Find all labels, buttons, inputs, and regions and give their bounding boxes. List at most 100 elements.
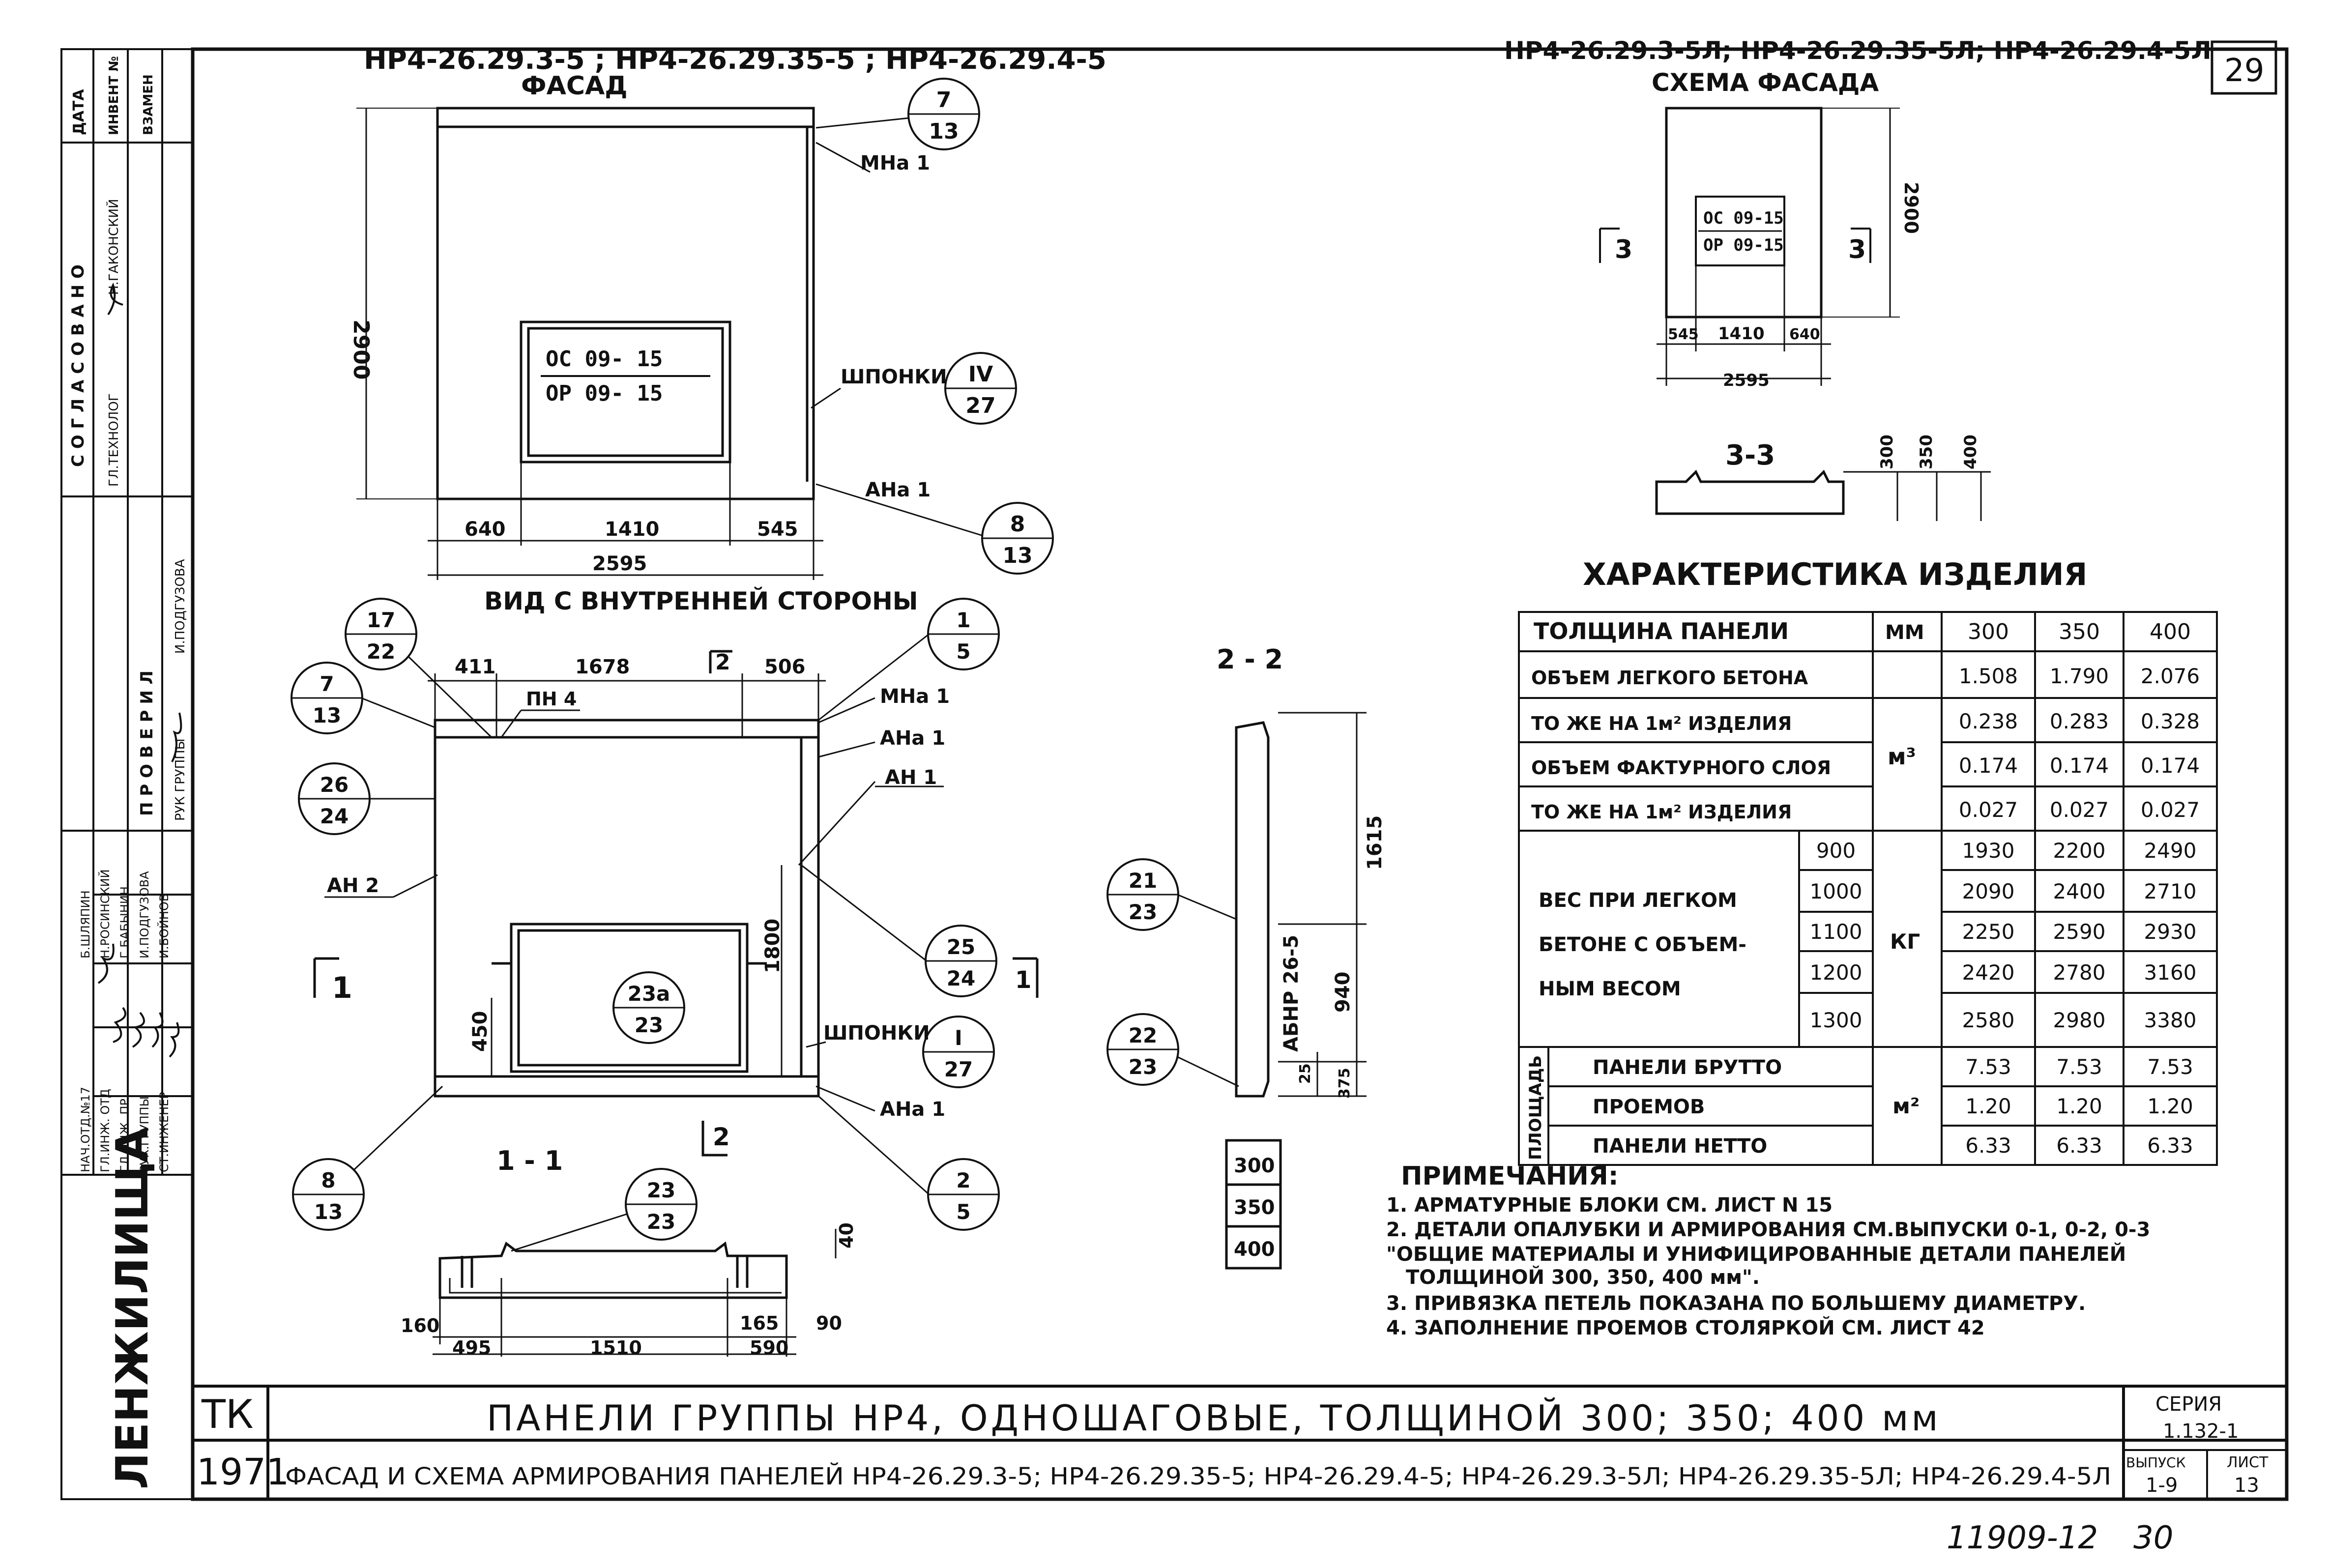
section-22-dim-25: 25 — [1297, 1063, 1314, 1084]
strip-role-2: ГЛ.ИНЖ. ОТД — [98, 1089, 112, 1172]
strip-date-header: ДАТА — [70, 89, 87, 135]
inner-callout-23a-23: 23а 23 — [612, 971, 685, 1044]
mirror-height: 2900 — [1900, 182, 1922, 234]
note-line-1: 1. АРМАТУРНЫЕ БЛОКИ СМ. ЛИСТ N 15 — [1386, 1194, 1833, 1217]
inner-label-shponki: ШПОНКИ — [823, 1022, 930, 1045]
svg-text:I: I — [955, 1026, 962, 1050]
mirror-dim-3: 640 — [1789, 326, 1820, 343]
svg-text:2: 2 — [956, 1168, 970, 1192]
note-line-4: ТОЛЩИНОЙ 300, 350, 400 мм". — [1406, 1265, 1760, 1289]
inner-label-an1: АН 1 — [885, 766, 937, 789]
inner-label-ana-bottom: АНа 1 — [880, 1098, 945, 1121]
svg-text:7: 7 — [320, 672, 334, 696]
mirror-window-bottom: ОР 09-15 — [1703, 235, 1784, 255]
svg-text:22: 22 — [367, 639, 395, 664]
note-line-2: 2. ДЕТАЛИ ОПАЛУБКИ И АРМИРОВАНИЯ СМ.ВЫПУ… — [1386, 1219, 2150, 1241]
mirror-section-left: 3 — [1615, 235, 1632, 264]
char-density-1000: 1000 — [1810, 879, 1862, 903]
section-22-callout-22-23: 22 23 — [1106, 1013, 1179, 1086]
mirror-window-top: ОС 09-15 — [1703, 208, 1784, 228]
char-vol-2-300: 0.238 — [1959, 709, 2018, 733]
strip-name-2: Н.РОСИНСКИЙ — [98, 870, 112, 959]
section-33-dim-400: 400 — [1961, 435, 1980, 469]
note-line-5: 3. ПРИВЯЗКА ПЕТЕЛЬ ПОКАЗАНА ПО БОЛЬШЕМУ … — [1386, 1292, 2086, 1315]
char-row-2-label: ТО ЖЕ НА 1м² ИЗДЕЛИЯ — [1531, 713, 1792, 734]
section-22-thick-350: 350 — [1234, 1196, 1275, 1219]
facade-dim-2: 1410 — [605, 518, 659, 541]
strip-role-1: НАЧ.ОТД.№17 — [79, 1087, 92, 1172]
facade-callout-7-13: 7 13 — [907, 78, 980, 150]
sheet-number-box — [2211, 40, 2277, 95]
section-11-dim-495: 495 — [452, 1337, 491, 1359]
strip-role-5: СТ.ИНЖЕНЕР — [157, 1092, 171, 1172]
char-density-1300: 1300 — [1810, 1008, 1862, 1032]
strip-name-1: Б.ШЛЯПИН — [79, 890, 92, 958]
svg-text:13: 13 — [314, 1200, 343, 1224]
svg-text:5: 5 — [956, 1200, 970, 1224]
inner-dim-1800: 1800 — [761, 919, 784, 973]
char-area-2-300: 1.20 — [1965, 1094, 2011, 1118]
char-unit-kg: КГ — [1890, 929, 1920, 954]
char-w-900-350: 2200 — [2053, 839, 2106, 863]
section-11-dim-90: 90 — [816, 1312, 842, 1334]
mirror-title-marks: НР4-26.29.3-5Л; НР4-26.29.35-5Л; НР4-26.… — [1504, 36, 2212, 65]
inner-callout-1-5: 1 5 — [927, 598, 1000, 670]
char-area-1-350: 7.53 — [2056, 1055, 2102, 1079]
inner-callout-17-22: 17 22 — [345, 598, 417, 670]
svg-text:23: 23 — [647, 1178, 675, 1202]
characteristics-table: ХАРАКТЕРИСТИКА ИЗДЕЛИЯ — [1518, 556, 2218, 1166]
char-row-4-label: ТО ЖЕ НА 1м² ИЗДЕЛИЯ — [1531, 801, 1792, 823]
characteristics-title: ХАРАКТЕРИСТИКА ИЗДЕЛИЯ — [1583, 556, 2087, 592]
inner-label-pn: ПН 4 — [526, 688, 577, 710]
inner-view-title: ВИД С ВНУТРЕННЕЙ СТОРОНЫ — [484, 586, 918, 615]
mirror-scheme: НР4-26.29.3-5Л; НР4-26.29.35-5Л; НР4-26.… — [1504, 36, 2212, 390]
char-vol-4-350: 0.027 — [2050, 798, 2109, 822]
char-area-label: ПЛОЩАДЬ — [1526, 1055, 1545, 1160]
char-area-3-400: 6.33 — [2147, 1133, 2193, 1158]
char-vol-3-300: 0.174 — [1959, 754, 2018, 778]
strip-role-tech: ГЛ.ТЕХНОЛОГ — [107, 393, 121, 487]
char-area-1-300: 7.53 — [1965, 1055, 2011, 1079]
char-w-1300-300: 2580 — [1962, 1008, 2015, 1032]
svg-text:23: 23 — [635, 1013, 663, 1037]
inner-view: ВИД С ВНУТРЕННЕЙ СТОРОНЫ 411 1678 506 2 … — [291, 586, 1039, 1231]
section-1-1: 1 - 1 160 495 1510 590 165 90 40 23 — [401, 1145, 857, 1359]
char-w-1200-300: 2420 — [1962, 960, 2015, 985]
title-sub: ФАСАД И СХЕМА АРМИРОВАНИЯ ПАНЕЛЕЙ НР4-26… — [285, 1462, 2111, 1490]
char-weight-label-2: БЕТОНЕ С ОБЪЕМ- — [1539, 933, 1746, 956]
section-11-dim-165: 165 — [740, 1312, 779, 1334]
inner-dim-450: 450 — [469, 1011, 492, 1052]
char-w-1200-400: 3160 — [2144, 960, 2197, 985]
svg-text:13: 13 — [929, 119, 959, 144]
section-3-3: 3-3 300 350 400 — [1655, 435, 1991, 521]
svg-text:27: 27 — [965, 393, 995, 418]
section-33-dim-350: 350 — [1917, 435, 1936, 469]
note-line-3: "ОБЩИЕ МАТЕРИАЛЫ И УНИФИЦИРОВАННЫЕ ДЕТАЛ… — [1386, 1242, 2126, 1266]
strip-checked-header: П Р О В Е Р И Л — [137, 670, 157, 816]
inner-label-an2: АН 2 — [327, 874, 379, 897]
facade-label-ana: АНа 1 — [865, 479, 931, 501]
section-22-dim-940: 940 — [1332, 972, 1354, 1013]
svg-text:23: 23 — [1129, 900, 1157, 924]
char-vol-1-350: 1.790 — [2050, 664, 2109, 688]
char-area-3-350: 6.33 — [2056, 1133, 2102, 1158]
char-row-3-label: ОБЪЕМ ФАКТУРНОГО СЛОЯ — [1531, 757, 1831, 779]
bottom-number-1: 11909-12 — [1947, 1520, 2098, 1556]
inner-label-ana-top: АНа 1 — [880, 727, 945, 750]
series-value: 1.132-1 — [2163, 1420, 2239, 1443]
char-vol-3-350: 0.174 — [2050, 754, 2109, 778]
char-w-1100-400: 2930 — [2144, 920, 2197, 944]
left-strip — [60, 48, 194, 1500]
facade-label-mna: МНа 1 — [860, 152, 930, 174]
char-w-1200-350: 2780 — [2053, 960, 2106, 985]
mirror-title: СХЕМА ФАСАДА — [1652, 68, 1879, 97]
inner-dim-1: 411 — [455, 656, 496, 678]
sheet-number: 29 — [2224, 53, 2264, 89]
svg-text:23: 23 — [647, 1210, 675, 1234]
inner-callout-2-5: 2 5 — [927, 1158, 1000, 1231]
section-11-callout: 23 23 — [625, 1168, 698, 1241]
svg-text:21: 21 — [1129, 869, 1157, 893]
facade-title-marks: НР4-26.29.3-5 ; НР4-26.29.35-5 ; НР4-26.… — [364, 44, 1106, 76]
title-tk: ТК — [201, 1392, 254, 1437]
